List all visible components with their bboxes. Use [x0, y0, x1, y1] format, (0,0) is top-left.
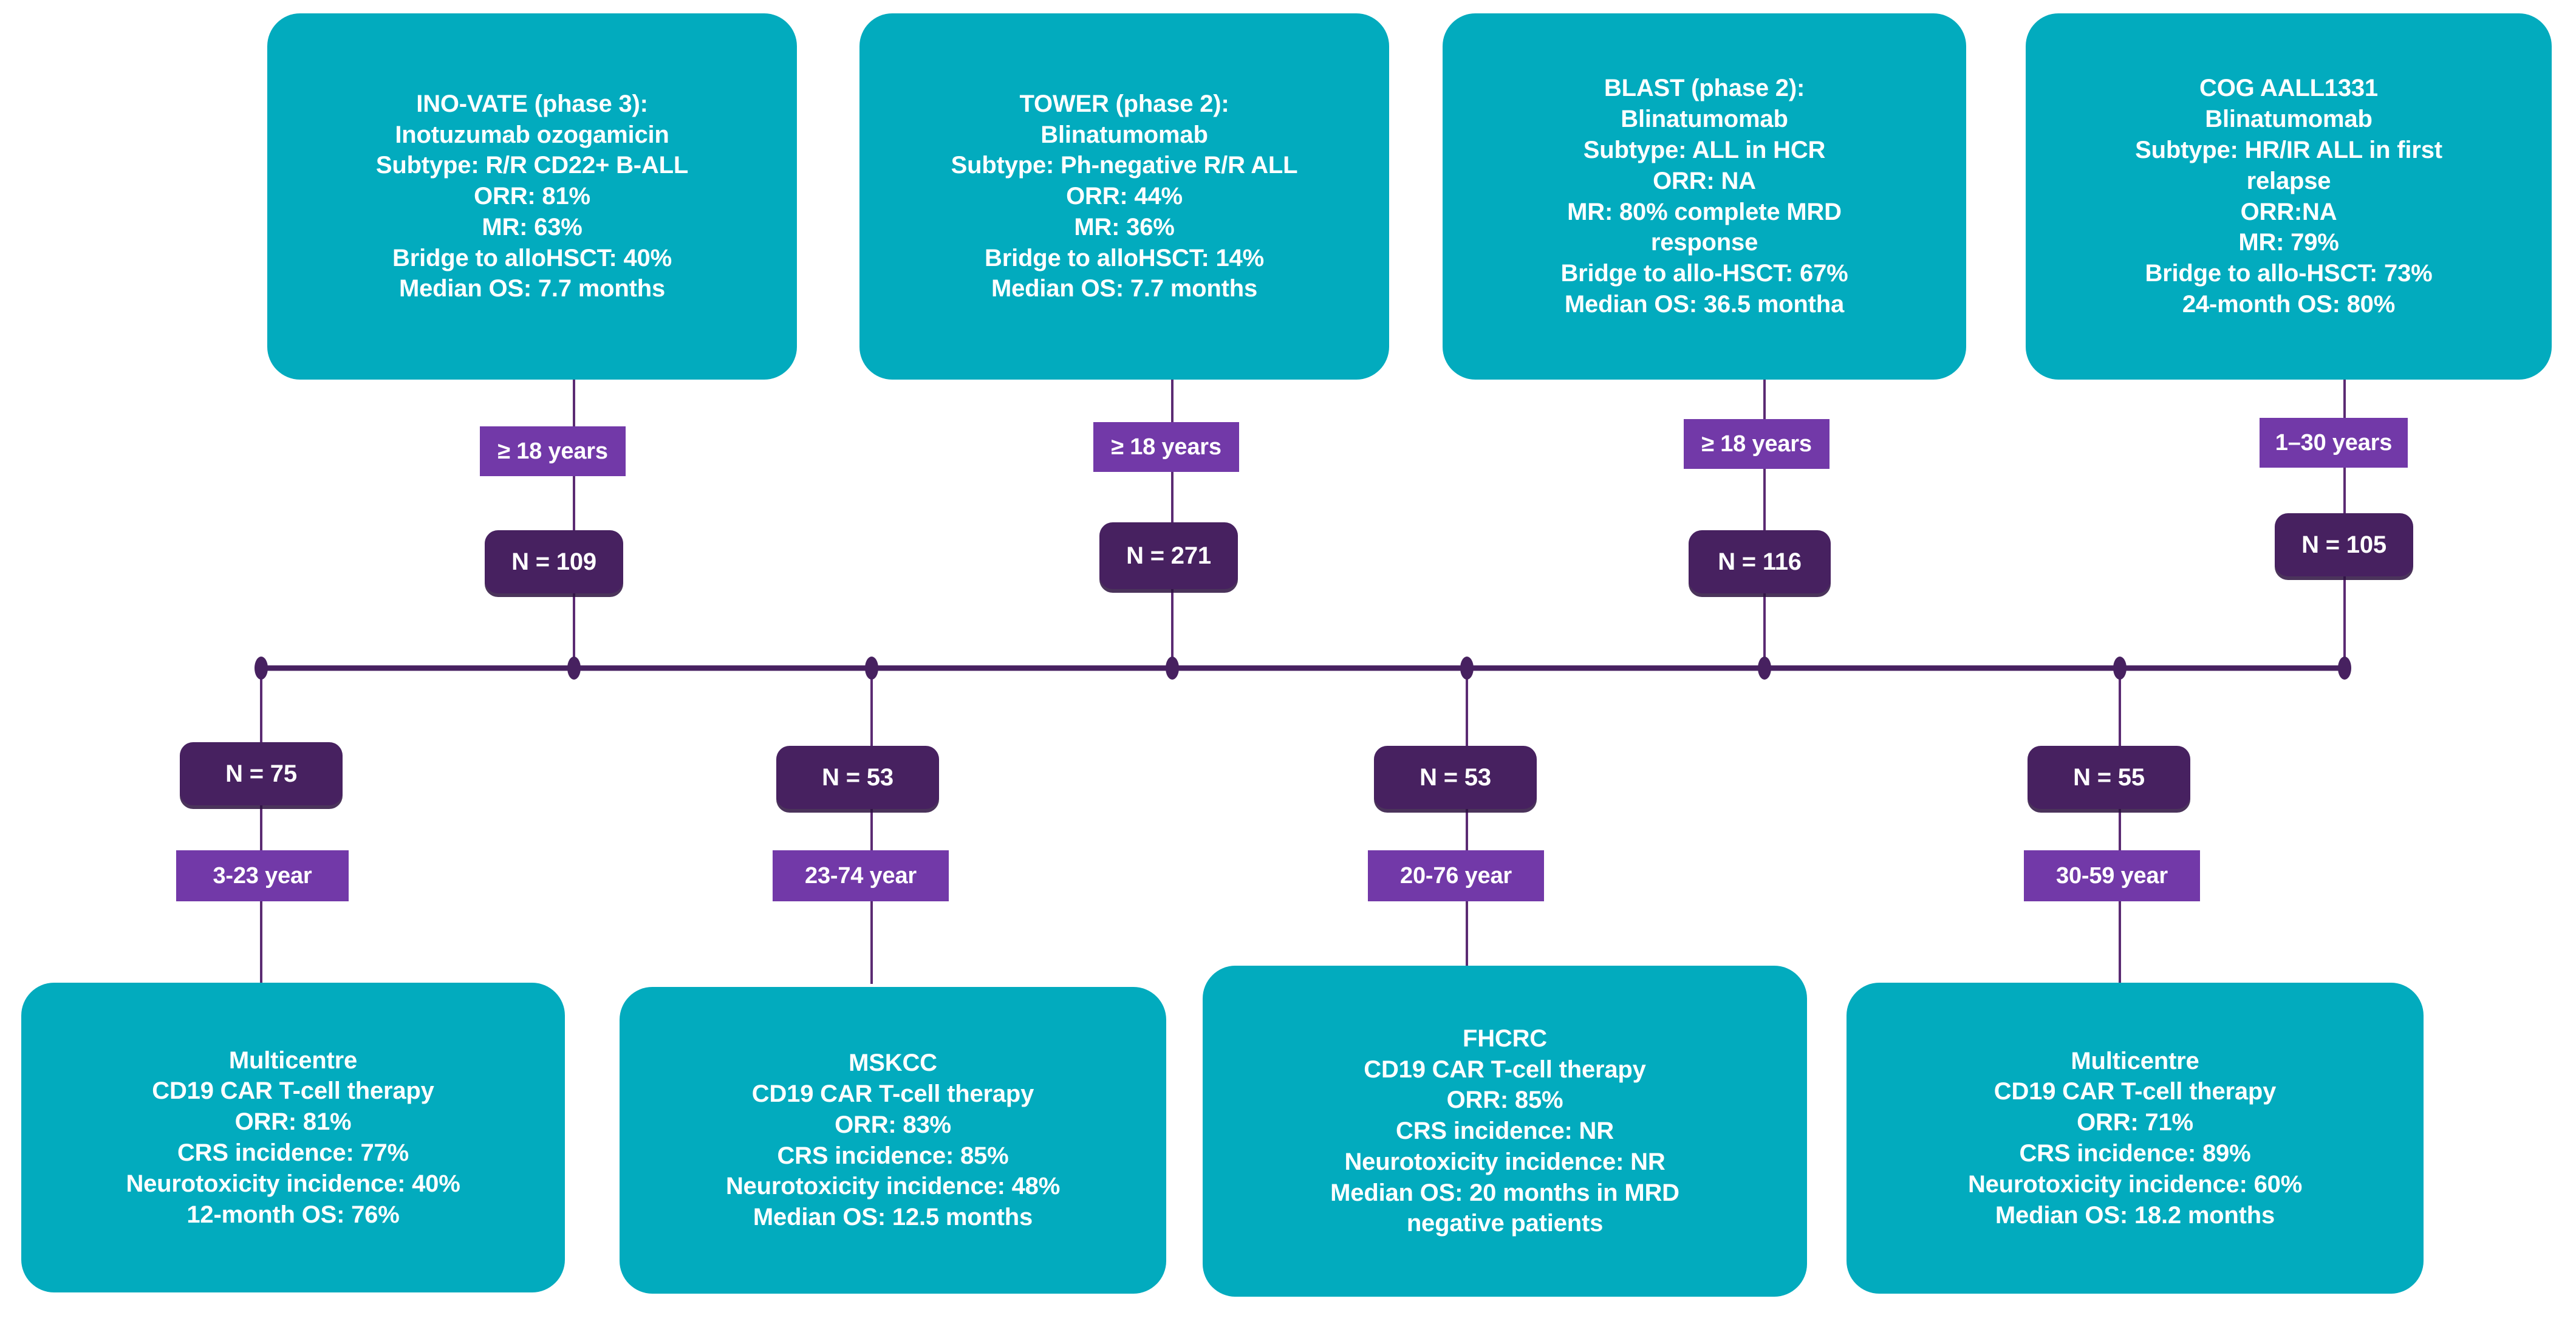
cohort-line: 12-month OS: 76% — [186, 1201, 400, 1228]
cohort-line: negative patients — [1406, 1210, 1604, 1237]
study-line: relapse — [2246, 167, 2331, 194]
cohort-line: CD19 CAR T-cell therapy — [751, 1080, 1034, 1107]
study-line: TOWER (phase 2): — [1019, 90, 1229, 117]
cohort-line: Neurotoxicity incidence: NR — [1344, 1148, 1666, 1175]
study-line: Median OS: 36.5 montha — [1564, 290, 1845, 318]
cohort-n-box-mskcc: N = 53 — [776, 746, 939, 809]
study-line: Subtype: Ph-negative R/R ALL — [951, 152, 1298, 179]
study-line: Subtype: HR/IR ALL in first — [2135, 136, 2442, 163]
cohort-line: Median OS: 18.2 months — [1995, 1201, 2275, 1229]
study-line: ORR:NA — [2240, 198, 2337, 225]
enrolment-box-ino-vate: N = 109 — [485, 530, 623, 593]
study-line: Bridge to alloHSCT: 14% — [985, 244, 1264, 271]
enrolment-box-cog-aall1331: N = 105 — [2275, 513, 2413, 576]
age-chip-cog-aall1331: 1–30 years — [2260, 418, 2408, 468]
study-line: MR: 80% complete MRD — [1567, 198, 1842, 225]
cohort-card-multicentre-left: Multicentre CD19 CAR T-cell therapy ORR:… — [21, 983, 565, 1292]
cohort-card-multicentre-right: Multicentre CD19 CAR T-cell therapy ORR:… — [1847, 983, 2424, 1294]
study-line: Median OS: 7.7 months — [398, 275, 666, 302]
study-line: Median OS: 7.7 months — [991, 275, 1258, 302]
cohort-line: CRS incidence: 85% — [777, 1142, 1009, 1169]
junction-dot — [1758, 657, 1771, 680]
cohort-line: CRS incidence: 89% — [2019, 1140, 2251, 1167]
study-line: Blinatumomab — [1040, 121, 1208, 148]
study-line: Blinatumomab — [2205, 106, 2373, 133]
cohort-line: Neurotoxicity incidence: 40% — [126, 1170, 460, 1197]
junction-dot — [2113, 657, 2127, 680]
study-line: ORR: NA — [1653, 167, 1756, 194]
cohort-line: Multicentre — [2071, 1047, 2199, 1074]
age-chip-blast: ≥ 18 years — [1684, 419, 1830, 469]
cohort-line: ORR: 71% — [2077, 1109, 2193, 1136]
cohort-line: Neurotoxicity incidence: 48% — [725, 1173, 1061, 1200]
junction-dots — [255, 657, 2351, 680]
cohort-age-chip-fhcrc: 20-76 year — [1368, 850, 1544, 901]
cohort-n-box-multicentre-right: N = 55 — [2028, 746, 2190, 809]
study-line: INO-VATE (phase 3): — [416, 90, 648, 117]
cohort-line: MSKCC — [849, 1050, 937, 1077]
junction-dot — [2338, 657, 2351, 680]
cohort-n-box-fhcrc: N = 53 — [1374, 746, 1537, 809]
age-chip-ino-vate: ≥ 18 years — [480, 426, 626, 476]
study-card-blast: BLAST (phase 2): Blinatumomab Subtype: A… — [1443, 13, 1966, 380]
study-line: ORR: 81% — [474, 183, 590, 210]
study-line: 24-month OS: 80% — [2182, 290, 2396, 318]
study-line: Bridge to allo-HSCT: 67% — [1560, 260, 1848, 287]
junction-dot — [1460, 657, 1474, 680]
cohort-line: CRS incidence: NR — [1396, 1118, 1614, 1145]
cohort-line: Median OS: 12.5 months — [753, 1204, 1033, 1231]
cohort-line: Multicentre — [228, 1046, 358, 1074]
cohort-n-box-multicentre-left: N = 75 — [180, 742, 343, 805]
cohort-line: CD19 CAR T-cell therapy — [152, 1077, 434, 1105]
study-line: COG AALL1331 — [2199, 75, 2378, 102]
cohort-line: CD19 CAR T-cell therapy — [1993, 1078, 2277, 1105]
cohort-line: FHCRC — [1463, 1025, 1547, 1052]
cohort-card-mskcc: MSKCC CD19 CAR T-cell therapy ORR: 83% C… — [620, 987, 1166, 1294]
study-line: Bridge to allo-HSCT: 73% — [2145, 260, 2433, 287]
cohort-age-chip-multicentre-right: 30-59 year — [2024, 850, 2200, 901]
junction-dot — [255, 657, 268, 680]
study-line: Inotuzumab ozogamicin — [395, 121, 669, 148]
cohort-line: Neurotoxicity incidence: 60% — [1967, 1170, 2303, 1198]
junction-dot — [865, 657, 878, 680]
study-line: response — [1650, 229, 1758, 256]
study-line: Blinatumomab — [1621, 106, 1788, 133]
study-card-cog-aall1331: COG AALL1331 Blinatumomab Subtype: HR/IR… — [2026, 13, 2552, 380]
enrolment-box-blast: N = 116 — [1689, 530, 1831, 593]
study-line: ORR: 44% — [1066, 183, 1183, 210]
cohort-card-fhcrc: FHCRC CD19 CAR T-cell therapy ORR: 85% C… — [1203, 966, 1807, 1297]
cohort-age-chip-mskcc: 23-74 year — [773, 850, 949, 901]
cohort-age-chip-multicentre-left: 3-23 year — [176, 850, 349, 901]
study-line: Subtype: ALL in HCR — [1583, 136, 1826, 163]
study-line: MR: 36% — [1074, 213, 1175, 241]
junction-dot — [567, 657, 581, 680]
age-chip-tower: ≥ 18 years — [1093, 422, 1239, 472]
cohort-line: ORR: 81% — [234, 1108, 352, 1136]
study-card-tower: TOWER (phase 2): Blinatumomab Subtype: P… — [859, 13, 1389, 380]
cohort-line: Median OS: 20 months in MRD — [1330, 1179, 1679, 1206]
study-line: MR: 63% — [482, 213, 583, 241]
junction-dot — [1166, 657, 1179, 680]
study-line: Bridge to alloHSCT: 40% — [392, 244, 672, 271]
study-card-ino-vate: INO-VATE (phase 3): Inotuzumab ozogamici… — [267, 13, 797, 380]
cohort-line: ORR: 85% — [1446, 1087, 1563, 1114]
study-line: BLAST (phase 2): — [1604, 75, 1805, 102]
cohort-line: ORR: 83% — [835, 1111, 951, 1138]
cohort-line: CRS incidence: 77% — [177, 1139, 409, 1166]
enrolment-box-tower: N = 271 — [1099, 522, 1238, 589]
cohort-line: CD19 CAR T-cell therapy — [1364, 1056, 1646, 1083]
study-line: Subtype: R/R CD22+ B-ALL — [375, 152, 689, 179]
study-line: MR: 79% — [2238, 229, 2339, 256]
